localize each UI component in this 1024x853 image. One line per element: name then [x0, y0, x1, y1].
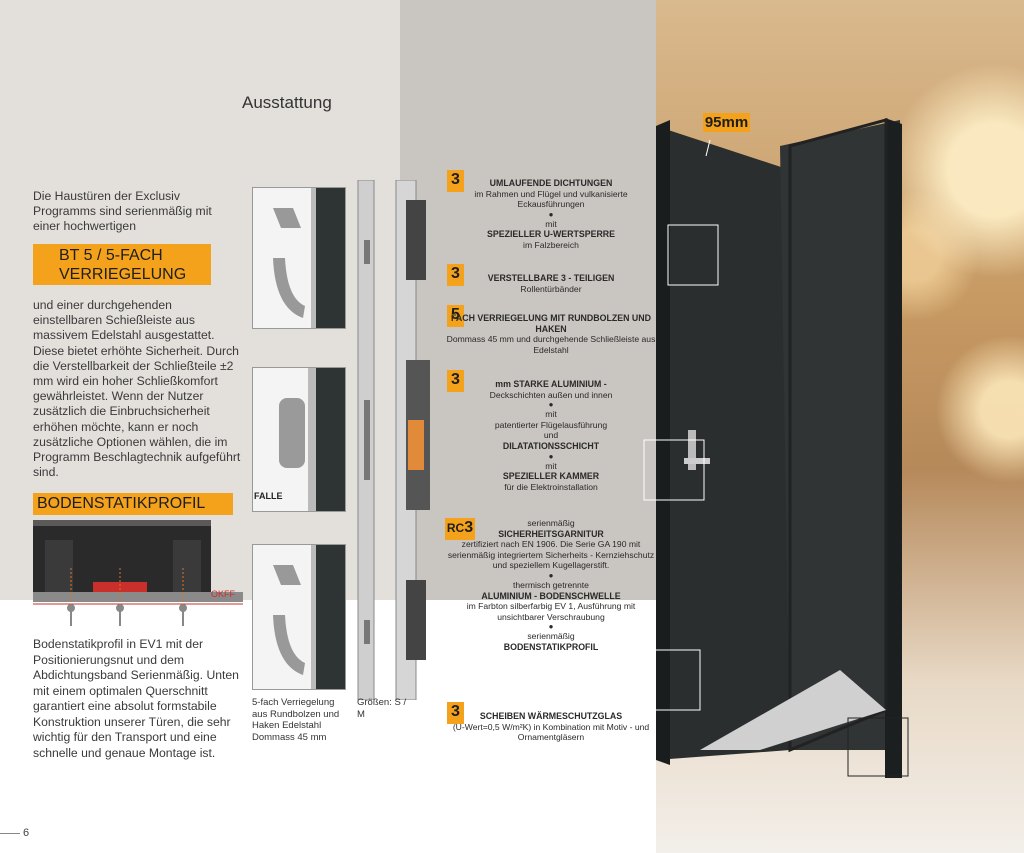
feature-3-title: FACH VERRIEGELUNG MIT RUNDBOLZEN UND HAK… — [451, 313, 651, 334]
lock-strip-image — [357, 180, 430, 700]
falle-label: FALLE — [254, 491, 283, 501]
feature-7-title: BODENSTATIKPROFIL — [503, 641, 599, 652]
feature-1: UMLAUFENDE DICHTUNGEN im Rahmen und Flüg… — [474, 178, 628, 250]
feature-4: mm STARKE ALUMINIUM - Deckschichten auße… — [489, 379, 613, 492]
feature-6-title: ALUMINIUM - BODENSCHWELLE — [481, 590, 621, 601]
profile-description: Bodenstatikprofil in EV1 mit der Positio… — [33, 637, 239, 760]
feature-4c-pre: mit — [545, 460, 557, 471]
feature-6-pre: thermisch getrennte — [513, 579, 589, 590]
feature-number-1: 3 — [447, 170, 464, 192]
rc-number: 3 — [464, 519, 474, 536]
feature-5-text: zertifiziert nach EN 1906. Die Serie GA … — [447, 539, 655, 571]
feature-4c-text: für die Elektroinstallation — [504, 481, 598, 492]
feature-number-5: RC3 — [445, 518, 475, 540]
feature-1b-text: im Falzbereich — [523, 239, 579, 250]
feature-1b-title: SPEZIELLER U-WERTSPERRE — [486, 229, 616, 240]
feature-8: SCHEIBEN WÄRMESCHUTZGLAS (U-Wert=0,5 W/m… — [446, 711, 656, 743]
feature-4b-and: und — [543, 430, 559, 441]
feature-4b-text: patentierter Flügelausführung — [494, 419, 608, 430]
lock-caption: 5-fach Verriegelung aus Rundbolzen und H… — [252, 697, 340, 743]
feature-6-text: im Farbton silberfarbig EV 1, Ausführung… — [466, 601, 636, 622]
profile-image — [33, 520, 243, 626]
feature-number-2: 3 — [447, 264, 464, 286]
okff-label: OKFF — [211, 589, 235, 599]
bt5-badge: BT 5 / 5-FACH VERRIEGELUNG — [33, 244, 211, 285]
latch-photo — [252, 367, 346, 512]
door-image — [640, 118, 909, 778]
middle-background — [400, 0, 656, 600]
feature-2-title: VERSTELLBARE 3 - TEILIGEN — [487, 273, 615, 283]
dimension-badge: 95mm — [703, 113, 750, 132]
feature-5: serienmäßig SICHERHEITSGARNITUR zertifiz… — [447, 518, 655, 652]
feature-4b-pre: mit — [545, 409, 557, 420]
rc-label: RC — [446, 521, 465, 535]
feature-3: FACH VERRIEGELUNG MIT RUNDBOLZEN UND HAK… — [446, 313, 656, 355]
feature-2: VERSTELLBARE 3 - TEILIGEN Rollentürbände… — [446, 273, 656, 294]
feature-1-title: UMLAUFENDE DICHTUNGEN — [489, 178, 613, 188]
feature-8-text: (U-Wert=0,5 W/m²K) in Kombination mit Mo… — [452, 721, 650, 743]
sizes-caption: Größen: S / M — [357, 697, 407, 720]
feature-4c-title: SPEZIELLER KAMMER — [502, 471, 600, 482]
feature-5-pre: serienmäßig — [527, 518, 575, 528]
feature-number-3: 5 — [447, 305, 464, 327]
page-number: 6 — [23, 827, 30, 839]
bodenstatik-badge: BODENSTATIKPROFIL — [33, 493, 233, 515]
feature-7-pre: serienmäßig — [527, 631, 575, 642]
feature-4b-title: DILATATIONSSCHICHT — [502, 440, 600, 451]
page-title: Ausstattung — [242, 93, 332, 112]
feature-8-title: SCHEIBEN WÄRMESCHUTZGLAS — [479, 711, 623, 721]
feature-4-text: Deckschichten außen und innen — [489, 389, 613, 400]
feature-2-text: Rollentürbänder — [520, 283, 582, 294]
page-number-rule — [0, 833, 20, 834]
lock-paragraph: und einer durchgehenden einstellbaren Sc… — [33, 298, 241, 480]
feature-number-8: 3 — [447, 702, 464, 724]
intro-text: Die Haustüren der Exclusiv Programms sin… — [33, 189, 212, 234]
hook-lock-photo — [252, 187, 346, 329]
feature-4-title: mm STARKE ALUMINIUM - — [495, 379, 607, 389]
feature-5-title: SICHERHEITSGARNITUR — [498, 528, 604, 539]
feature-1b-pre: mit — [545, 218, 557, 229]
feature-number-4: 3 — [447, 370, 464, 392]
feature-1-text: im Rahmen und Flügel und vulkanisierte E… — [474, 188, 628, 210]
feature-3-text: Dommass 45 mm und durchgehende Schließle… — [446, 334, 656, 355]
hook-lock-photo-2 — [252, 544, 346, 690]
